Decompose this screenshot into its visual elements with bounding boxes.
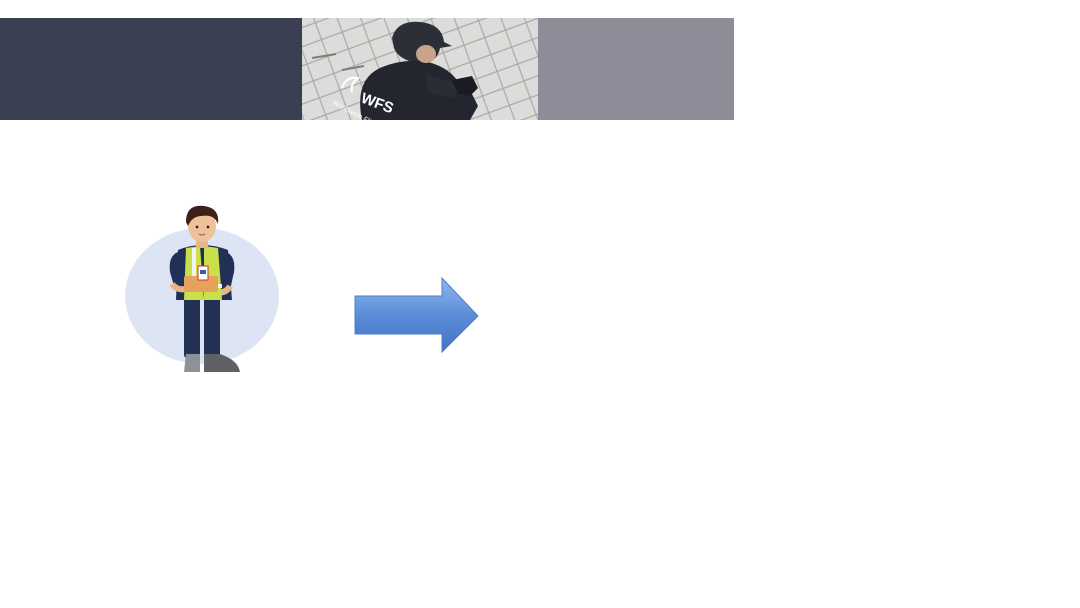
cargo-worker-photo: WFS Worldwide Flight Services bbox=[302, 18, 538, 120]
banner-dark-panel bbox=[0, 18, 302, 120]
header-banner: WFS Worldwide Flight Services bbox=[0, 18, 734, 120]
right-arrow-icon bbox=[350, 276, 484, 356]
banner-photo: WFS Worldwide Flight Services bbox=[302, 18, 538, 120]
banner-gray-panel bbox=[538, 18, 734, 120]
worker-illustration bbox=[120, 200, 290, 378]
